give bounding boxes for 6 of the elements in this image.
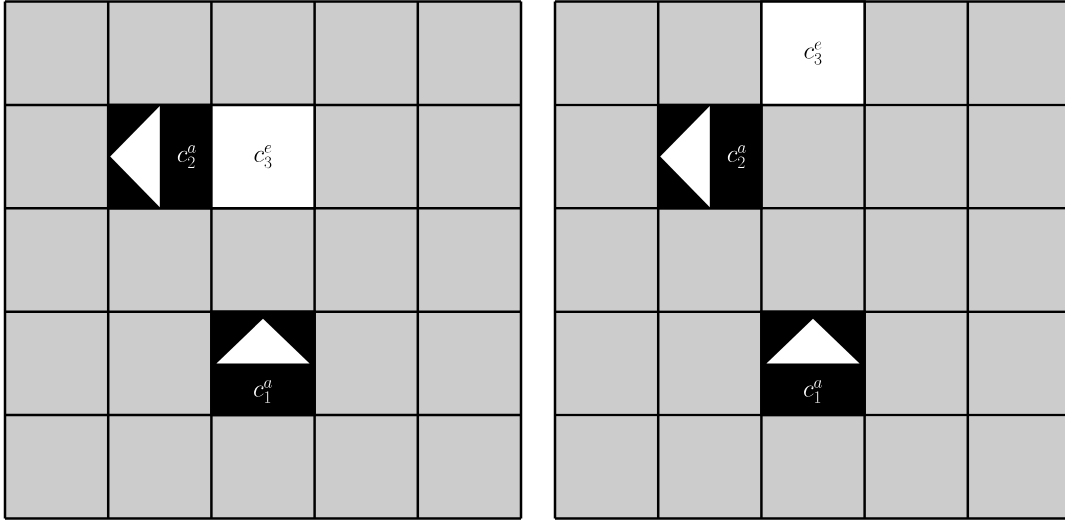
marked-cell: $c_{2}^{a}$ xyxy=(656,103,763,210)
marked-cell: $c_{3}^{e}$ xyxy=(760,0,866,107)
marked-cell: $c_{1}^{a}$ xyxy=(210,310,316,417)
marked-cell: $c_{1}^{a}$ xyxy=(760,310,866,417)
marked-cell: $c_{3}^{e}$ xyxy=(210,103,316,210)
marked-cell: $c_{2}^{a}$ xyxy=(106,103,213,210)
